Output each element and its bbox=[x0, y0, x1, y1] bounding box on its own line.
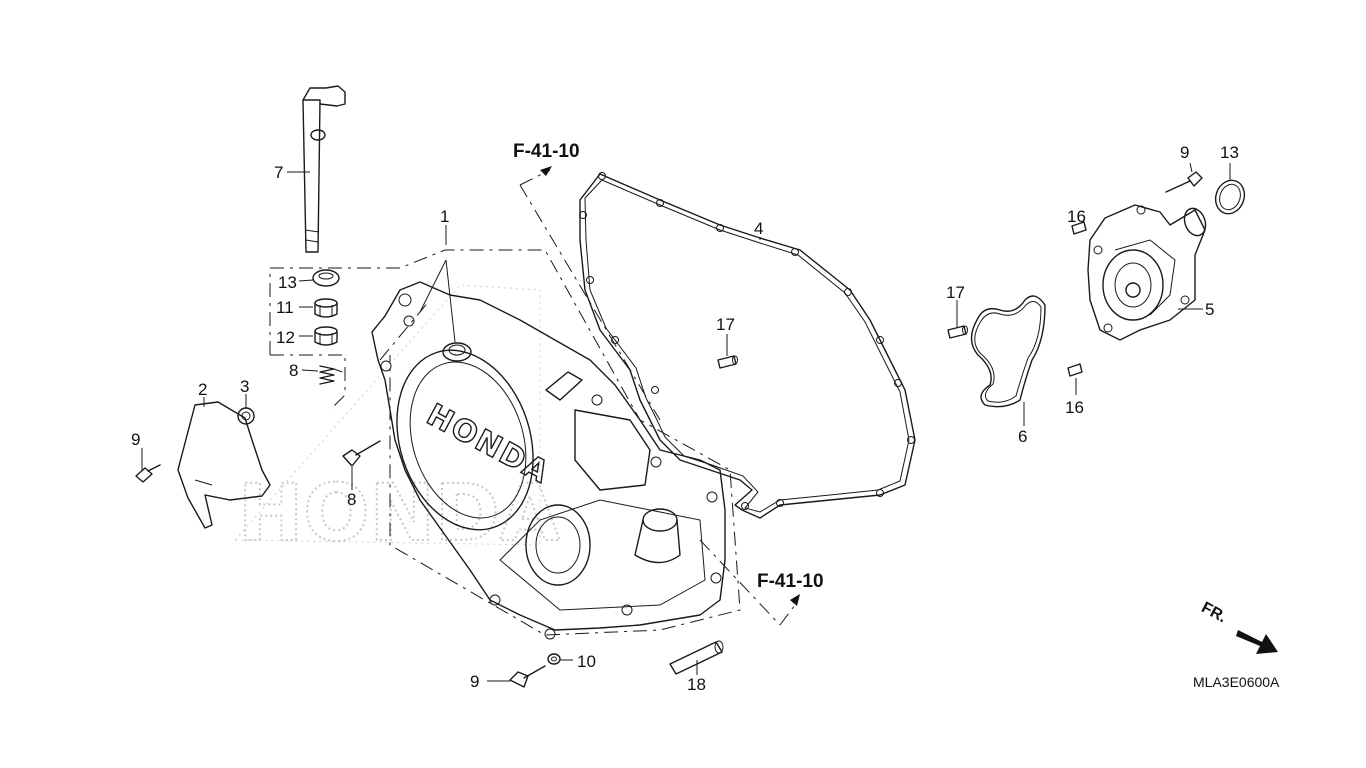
callout-17-left: 17 bbox=[716, 315, 735, 334]
front-direction-indicator: FR. bbox=[1198, 599, 1278, 654]
callout-17-right: 17 bbox=[946, 283, 965, 302]
part-9-bolt-upper bbox=[342, 440, 381, 467]
callout-9-lower: 9 bbox=[470, 672, 479, 691]
part-10-bolt bbox=[1165, 171, 1203, 193]
callout-18: 18 bbox=[687, 675, 706, 694]
callout-3: 3 bbox=[240, 377, 249, 396]
part-9-bolt-lower bbox=[509, 665, 546, 688]
part-1-crankcase-cover: HONDA bbox=[371, 281, 726, 640]
part-5-water-pump bbox=[1087, 204, 1207, 341]
reference-upper[interactable]: F-41-10 bbox=[513, 141, 580, 162]
diagram-code: MLA3E0600A bbox=[1193, 674, 1280, 690]
front-label: FR. bbox=[1198, 599, 1229, 626]
reference-lower-arrow-icon bbox=[790, 594, 800, 606]
callout-4: 4 bbox=[754, 219, 763, 238]
callout-8: 8 bbox=[289, 361, 298, 380]
callout-12: 10 bbox=[577, 652, 596, 671]
callout-16-lower: 16 bbox=[1065, 398, 1084, 417]
callout-16-upper: 16 bbox=[1067, 207, 1086, 226]
part-4-gasket bbox=[579, 172, 916, 519]
callout-7: 7 bbox=[274, 163, 283, 182]
callout-6: 6 bbox=[1018, 427, 1027, 446]
callout-9-upper: 8 bbox=[347, 490, 356, 509]
part-7-rod bbox=[302, 85, 346, 253]
callout-14: 13 bbox=[278, 273, 297, 292]
part-13-bearing-upper bbox=[314, 298, 338, 318]
assembly-frames bbox=[269, 169, 796, 636]
cross-references: F-41-10 F-41-10 bbox=[513, 141, 824, 606]
callout-10: 9 bbox=[1180, 143, 1189, 162]
front-arrow-icon bbox=[1236, 630, 1278, 654]
reference-upper-arrow-icon bbox=[540, 166, 552, 176]
watermark: HONDA bbox=[233, 284, 561, 560]
callout-13-upper: 11 bbox=[276, 298, 294, 317]
callout-13-lower: 12 bbox=[276, 328, 295, 347]
part-11-bolt bbox=[135, 464, 161, 483]
part-15-o-ring bbox=[1214, 179, 1246, 215]
callout-11: 9 bbox=[131, 430, 140, 449]
part-2-guard bbox=[177, 401, 271, 529]
callout-2: 2 bbox=[198, 380, 207, 399]
part-16-dowel-b bbox=[1067, 363, 1083, 377]
watermark-text: HONDA bbox=[238, 469, 560, 559]
callout-labels: 7 1 13 11 12 8 2 3 9 8 9 10 18 4 17 17 6… bbox=[131, 143, 1239, 694]
part-13-bearing-lower bbox=[314, 326, 338, 346]
part-17-dowel-pin-a bbox=[717, 355, 738, 369]
callout-1: 1 bbox=[440, 207, 449, 226]
part-16-dowel-a bbox=[1071, 221, 1087, 235]
leader-lines bbox=[141, 162, 1231, 682]
callout-15: 13 bbox=[1220, 143, 1239, 162]
part-14-oil-seal bbox=[312, 269, 340, 287]
part-17-dowel-pin-b bbox=[947, 325, 968, 339]
part-18-pipe bbox=[669, 640, 724, 675]
callout-5: 5 bbox=[1205, 300, 1214, 319]
part-8-spring bbox=[319, 365, 343, 385]
reference-lower[interactable]: F-41-10 bbox=[757, 571, 824, 592]
part-6-o-ring bbox=[970, 295, 1046, 408]
part-12-washer bbox=[547, 653, 561, 665]
